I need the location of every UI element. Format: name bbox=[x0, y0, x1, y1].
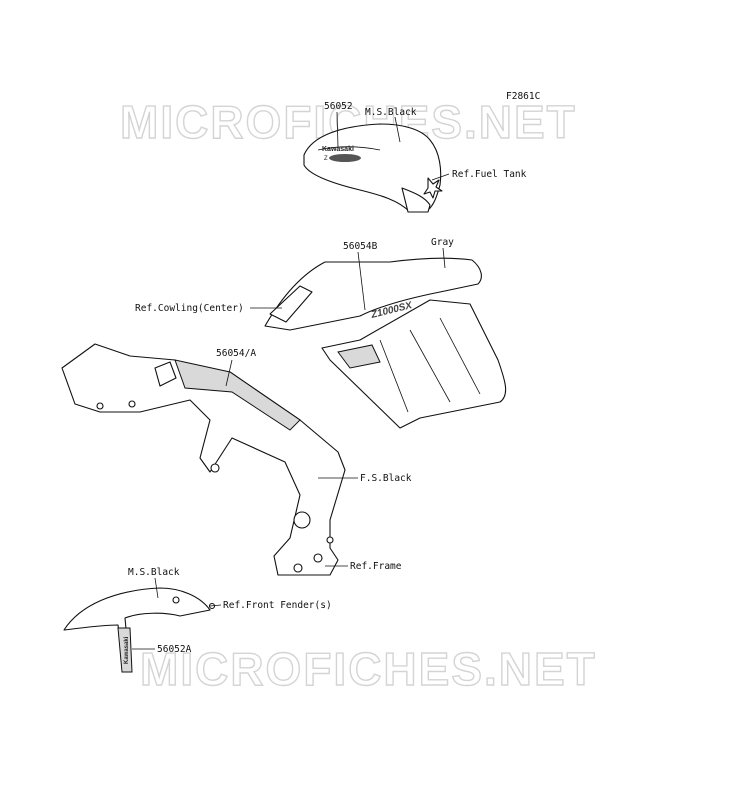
cowling: Z1000SX bbox=[264, 257, 507, 429]
tank-decal-logo: Kawasaki bbox=[322, 146, 354, 153]
label-ref-cowling: Ref.Cowling(Center) bbox=[135, 303, 244, 314]
label-gray: Gray bbox=[431, 237, 454, 248]
label-ref-frame: Ref.Frame bbox=[350, 561, 402, 572]
tank-decal-model-text: Z bbox=[324, 156, 328, 162]
frame bbox=[61, 343, 346, 576]
fender-decal-logo: Kawasaki bbox=[124, 636, 130, 664]
front-fender: Kawasaki bbox=[63, 587, 216, 673]
figure-code: F2861C bbox=[506, 91, 540, 102]
label-56054a: 56054/A bbox=[216, 348, 256, 359]
label-ref-fuel-tank: Ref.Fuel Tank bbox=[452, 169, 527, 180]
label-ref-front-fender: Ref.Front Fender(s) bbox=[223, 600, 332, 611]
label-fs-black: F.S.Black bbox=[360, 473, 412, 484]
fuel-tank: Kawasaki Z bbox=[303, 123, 443, 213]
label-56052a: 56052A bbox=[157, 644, 192, 655]
label-ms-black-fender: M.S.Black bbox=[128, 567, 180, 578]
tank-decal-model bbox=[329, 154, 361, 162]
label-56052: 56052 bbox=[324, 101, 353, 112]
watermark-bottom: MICROFICHES.NET bbox=[140, 643, 597, 695]
label-ms-black-tank: M.S.Black bbox=[365, 107, 417, 118]
label-56054b: 56054B bbox=[343, 241, 378, 252]
